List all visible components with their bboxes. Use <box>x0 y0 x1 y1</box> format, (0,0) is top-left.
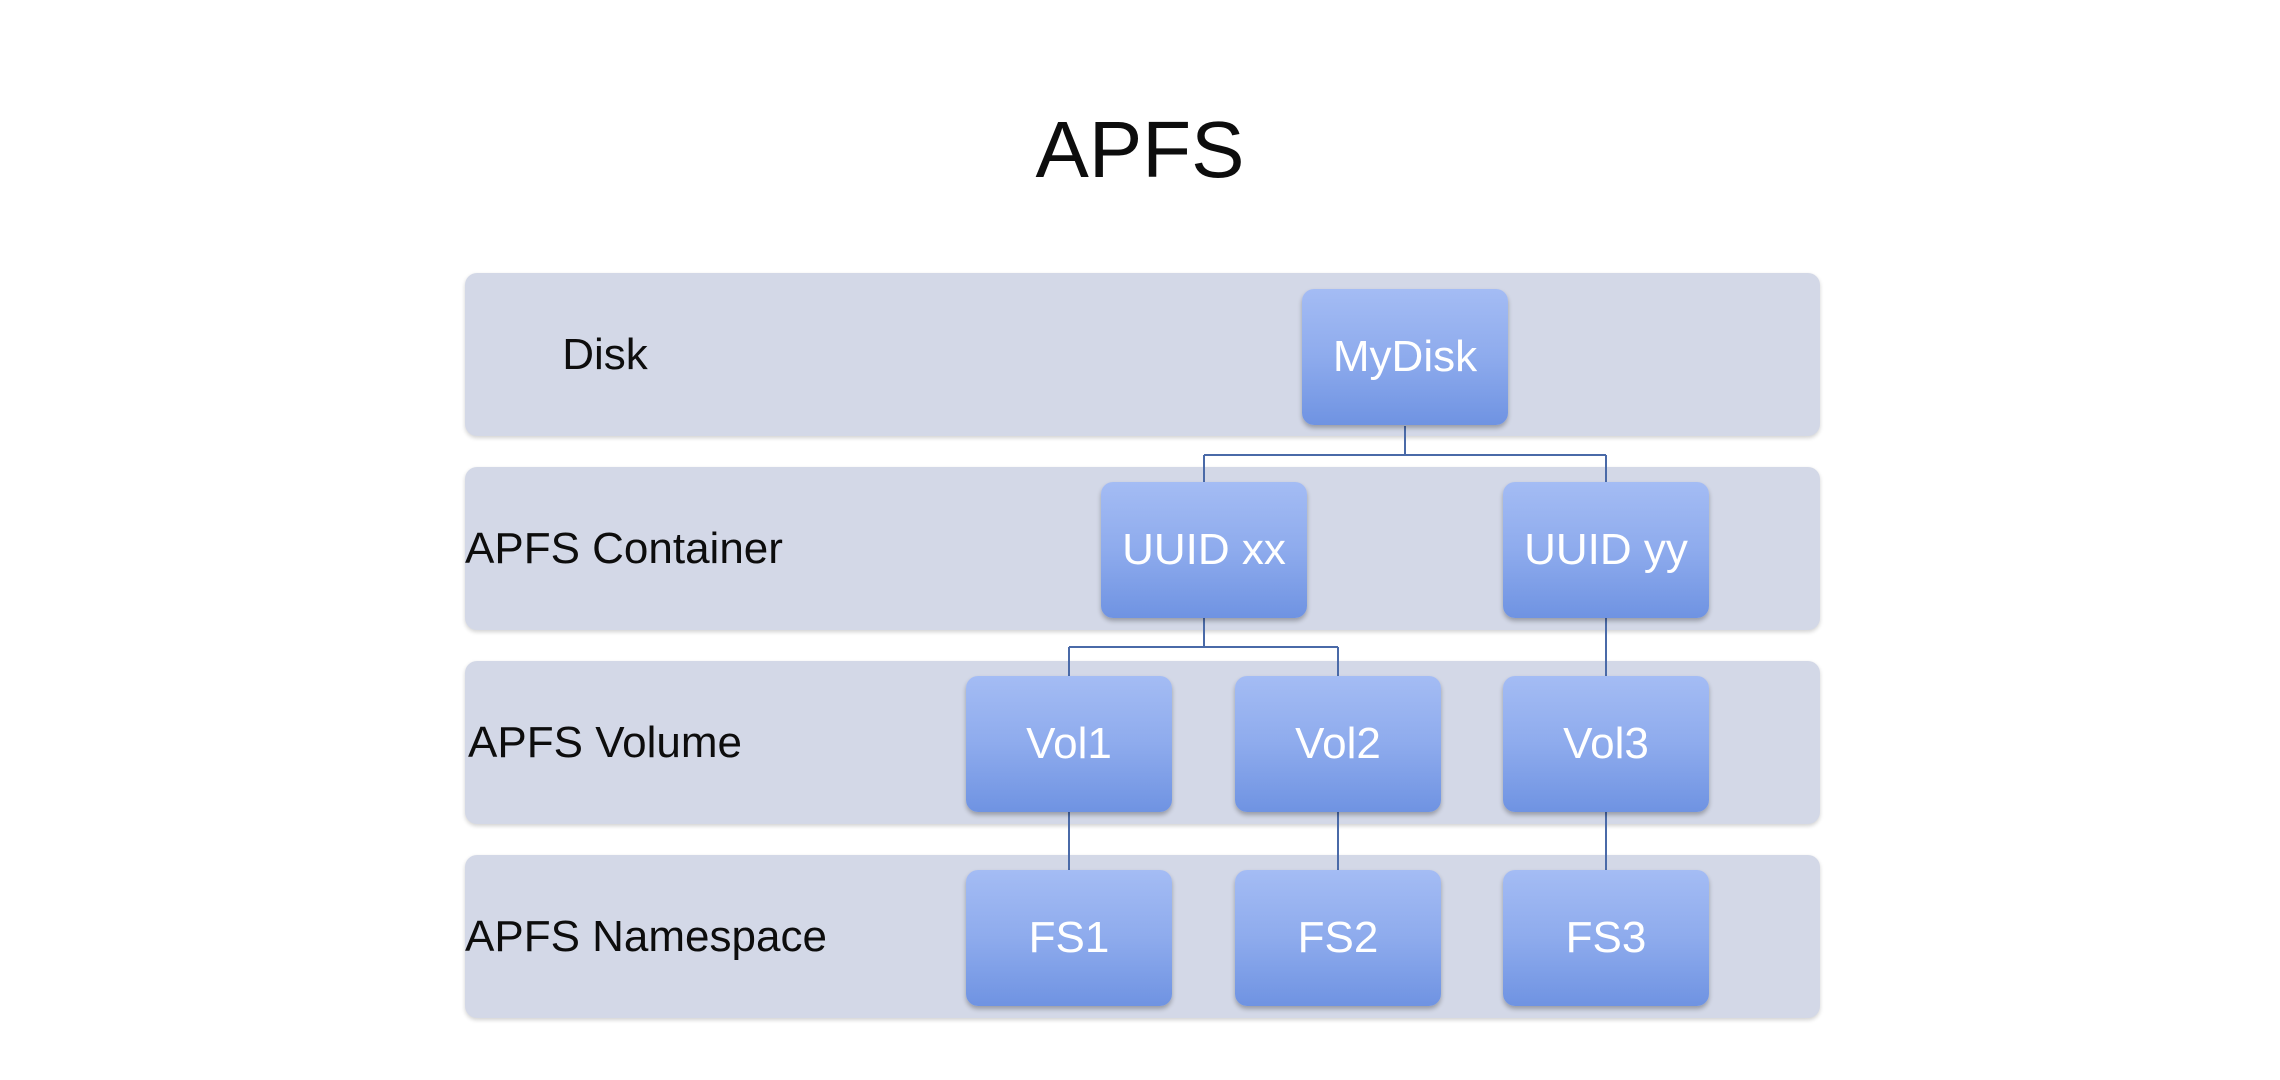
node-vol2: Vol2 <box>1235 676 1441 812</box>
diagram-title: APFS <box>1035 105 1245 194</box>
node-vol3: Vol3 <box>1503 676 1709 812</box>
node-fs1: FS1 <box>966 870 1172 1006</box>
layer-label-disk: Disk <box>562 330 648 379</box>
node-vol1: Vol1 <box>966 676 1172 812</box>
node-uuid-xx: UUID xx <box>1101 482 1307 618</box>
node-uuid-yy: UUID yy <box>1503 482 1709 618</box>
layer-band-disk: Disk <box>465 273 1820 436</box>
layer-label-container: APFS Container <box>465 524 783 573</box>
node-fs2: FS2 <box>1235 870 1441 1006</box>
node-fs3: FS3 <box>1503 870 1709 1006</box>
layer-label-volume: APFS Volume <box>468 718 742 767</box>
node-mydisk: MyDisk <box>1302 289 1508 425</box>
